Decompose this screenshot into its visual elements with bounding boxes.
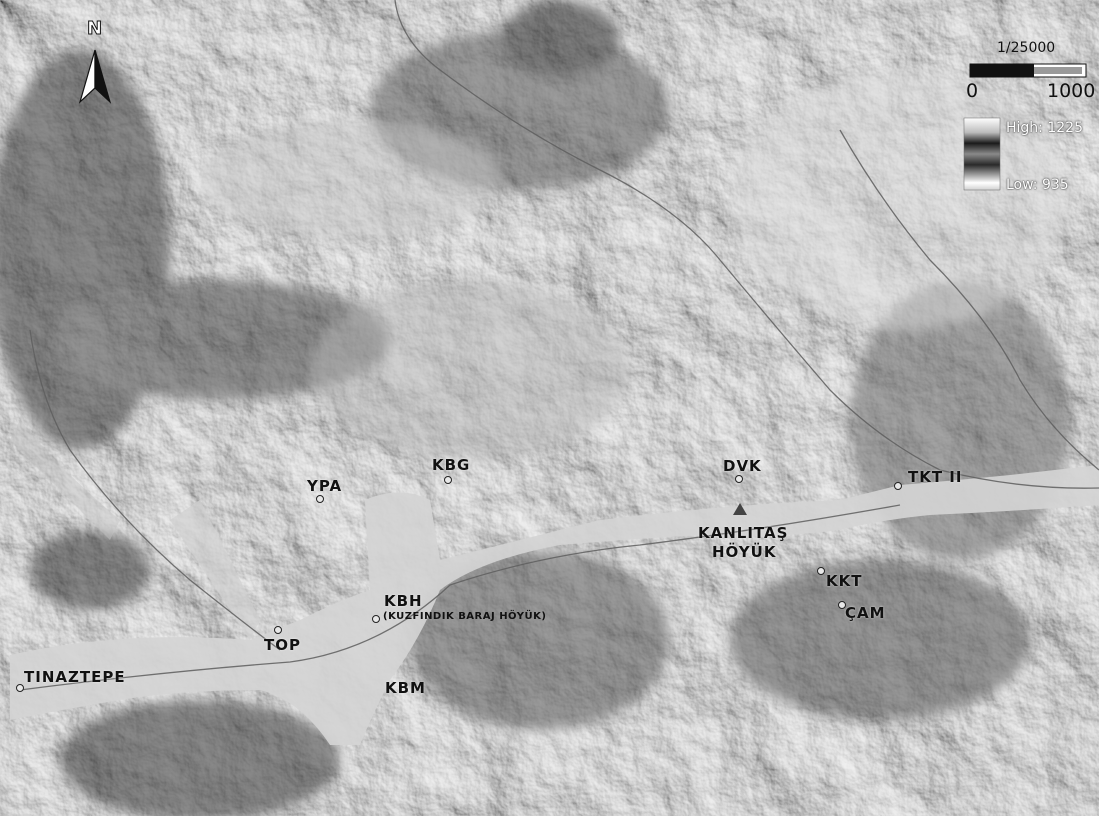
site-label-tinaztepe: TINAZTEPE <box>24 668 126 686</box>
site-marker-cam[interactable] <box>838 601 846 609</box>
site-label-kbh: KBH <box>384 592 423 610</box>
site-marker-ypa[interactable] <box>316 495 324 503</box>
site-label-top: TOP <box>264 636 301 654</box>
elevation-legend-bar <box>963 117 1001 191</box>
site-label-ypa: YPA <box>307 477 343 495</box>
site-marker-top[interactable] <box>274 626 282 634</box>
legend-high: High: 1225 <box>1006 120 1083 136</box>
site-marker-kkt[interactable] <box>817 567 825 575</box>
site-marker-dvk[interactable] <box>735 475 743 483</box>
kanlitas-hoyuk-triangle-icon[interactable] <box>733 503 747 515</box>
site-label-hoyuk: HÖYÜK <box>712 543 777 561</box>
site-marker-kbh[interactable] <box>372 615 380 623</box>
site-label-cam: ÇAM <box>845 604 886 622</box>
site-label-kbm: KBM <box>385 679 426 697</box>
scale-end: 1000 <box>1047 80 1096 102</box>
scale-ratio: 1/25000 <box>997 40 1056 56</box>
site-label-kanlitas: KANLITAŞ <box>698 524 789 542</box>
scale-start: 0 <box>966 80 979 102</box>
north-label: N <box>86 18 103 40</box>
site-label-kbg: KBG <box>432 456 471 474</box>
site-marker-tinaztepe[interactable] <box>16 684 24 692</box>
legend-low: Low: 935 <box>1006 177 1069 193</box>
scale-bar <box>969 63 1087 78</box>
site-label-tkt-ii: TKT II <box>908 468 963 486</box>
river-lines <box>19 0 1099 691</box>
site-marker-tkt-ii[interactable] <box>894 482 902 490</box>
site-label-dvk: DVK <box>723 457 762 475</box>
site-marker-kbg[interactable] <box>444 476 452 484</box>
north-arrow-icon <box>78 49 112 104</box>
site-label-kkt: KKT <box>826 572 863 590</box>
site-label-kbh-full: (KUZFINDIK BARAJ HÖYÜK) <box>383 611 547 622</box>
valley-floor <box>10 465 1099 745</box>
